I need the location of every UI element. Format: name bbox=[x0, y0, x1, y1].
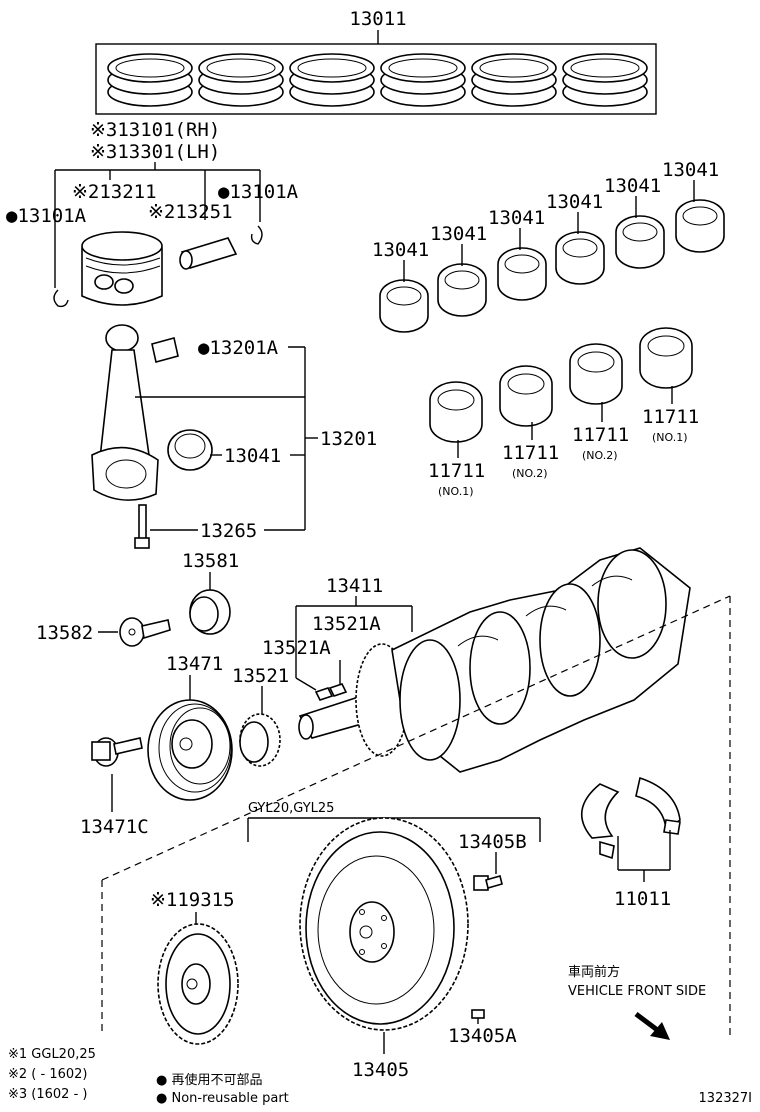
thrust-washer-drawing bbox=[580, 776, 681, 860]
label-main-bearing-2-sub: (NO.2) bbox=[512, 467, 548, 480]
label-flywheel-bolt: 13405B bbox=[458, 831, 527, 853]
crankshaft-leader-lines bbox=[295, 596, 413, 691]
pulley-set-bolt-drawing bbox=[91, 737, 143, 767]
label-snap-ring-left: ●13101A bbox=[6, 205, 87, 227]
label-bearing-3: 13041 bbox=[488, 207, 545, 229]
bearing-drawing-3 bbox=[497, 247, 547, 301]
label-flywheel-pin: 13405A bbox=[448, 1025, 517, 1047]
bearing-drawing-5 bbox=[615, 215, 665, 269]
conrod-bearing-drawing bbox=[167, 429, 213, 471]
flywheel-bolt-drawing bbox=[473, 875, 503, 891]
label-conrod-bushing: ●13201A bbox=[198, 337, 279, 359]
bearing-drawing-6 bbox=[675, 199, 725, 253]
label-piston: ※213211 bbox=[72, 181, 157, 203]
label-pulley-bolt: 13582 bbox=[36, 622, 93, 644]
label-piston-pin: ※213251 bbox=[148, 201, 233, 223]
ring-group-2 bbox=[198, 53, 284, 107]
nonreusable-note-jp: ● 再使用不可部品 bbox=[156, 1072, 262, 1088]
pulley-bolt-drawing bbox=[119, 617, 171, 647]
label-timing-gear: 13521 bbox=[232, 665, 289, 687]
conrod-bushing-drawing bbox=[151, 337, 179, 363]
label-main-bearing-1-sub: (NO.1) bbox=[438, 485, 474, 498]
conrod-bolt-drawing bbox=[134, 504, 150, 549]
bearing-drawing-1 bbox=[379, 279, 429, 333]
label-main-bearing-4: 11711 bbox=[642, 406, 699, 428]
label-bearing-1: 13041 bbox=[372, 239, 429, 261]
piston-pin-drawing bbox=[179, 237, 238, 270]
main-bearing-row bbox=[429, 327, 693, 458]
label-conrod-bearing: 13041 bbox=[224, 445, 281, 467]
main-bearing-drawing-1 bbox=[429, 381, 483, 443]
signal-plate-drawing bbox=[157, 923, 239, 1045]
pulley-washer-drawing bbox=[189, 589, 231, 635]
label-conrod-assembly: 13201 bbox=[320, 428, 377, 450]
conrod-drawing bbox=[91, 324, 159, 501]
ring-group-5 bbox=[471, 53, 557, 107]
label-main-bearing-3-sub: (NO.2) bbox=[582, 449, 618, 462]
label-snap-ring-right: ●13101A bbox=[218, 181, 299, 203]
conrod-leader-lines bbox=[135, 346, 318, 531]
crank-pulley-drawing bbox=[147, 699, 233, 801]
main-bearing-drawing-4 bbox=[639, 327, 693, 389]
label-bearing-6: 13041 bbox=[662, 159, 719, 181]
label-main-bearing-3: 11711 bbox=[572, 424, 629, 446]
ring-group-1 bbox=[107, 53, 193, 107]
label-piston-rh: ※313101(RH) bbox=[90, 119, 220, 141]
footnote-3: ※3 (1602 - ) bbox=[8, 1087, 87, 1102]
flywheel-zone-outline bbox=[101, 595, 731, 1036]
ring-group-6 bbox=[562, 53, 648, 107]
label-signal-plate: ※119315 bbox=[150, 889, 235, 911]
timing-gear-drawing bbox=[239, 713, 281, 767]
bearing-drawing-2 bbox=[437, 263, 487, 317]
label-flywheel-variant: GYL20,GYL25 bbox=[248, 801, 334, 816]
label-piston-lh: ※313301(LH) bbox=[90, 141, 220, 163]
label-flywheel: 13405 bbox=[352, 1059, 409, 1081]
crankshaft-drawing bbox=[298, 547, 691, 773]
thrust-washer-leader bbox=[617, 830, 671, 882]
footnote-1: ※1 GGL20,25 bbox=[8, 1047, 96, 1062]
flywheel-pin-drawing bbox=[471, 1009, 485, 1019]
label-main-bearing-2: 11711 bbox=[502, 442, 559, 464]
snap-ring-left-drawing bbox=[53, 289, 69, 308]
label-crankshaft: 13411 bbox=[326, 575, 383, 597]
ring-group-4 bbox=[380, 53, 466, 107]
footnote-2: ※2 ( - 1602) bbox=[8, 1067, 87, 1082]
bearing-row-upper bbox=[379, 180, 725, 333]
bearing-drawing-4 bbox=[555, 231, 605, 285]
snap-ring-right-drawing bbox=[250, 225, 263, 245]
drawing-id: 132327I bbox=[699, 1091, 752, 1106]
label-bearing-2: 13041 bbox=[430, 223, 487, 245]
label-main-bearing-4-sub: (NO.1) bbox=[652, 431, 688, 444]
ring-group-3 bbox=[289, 53, 375, 107]
direction-label-en: VEHICLE FRONT SIDE bbox=[568, 984, 706, 999]
label-thrust-washer: 11011 bbox=[614, 888, 671, 910]
label-pulley-washer: 13581 bbox=[182, 550, 239, 572]
piston-leader-lines bbox=[54, 162, 261, 288]
label-pulley-set-bolt: 13471C bbox=[80, 816, 149, 838]
main-bearing-drawing-2 bbox=[499, 365, 553, 427]
piston-ring-set bbox=[95, 30, 657, 115]
direction-label-jp: 車両前方 bbox=[568, 964, 620, 980]
label-crank-pulley: 13471 bbox=[166, 653, 223, 675]
label-bearing-5: 13041 bbox=[604, 175, 661, 197]
label-piston-ring-set: 13011 bbox=[349, 8, 406, 30]
label-main-bearing-1: 11711 bbox=[428, 460, 485, 482]
piston-drawing bbox=[81, 231, 163, 306]
nonreusable-note-en: ● Non-reusable part bbox=[156, 1091, 289, 1106]
label-key-lower: 13521A bbox=[262, 637, 331, 659]
label-conrod-bolt: 13265 bbox=[200, 520, 257, 542]
label-key-upper: 13521A bbox=[312, 613, 381, 635]
flywheel-drawing bbox=[299, 817, 469, 1031]
label-bearing-4: 13041 bbox=[546, 191, 603, 213]
front-direction-arrow-icon bbox=[634, 1012, 670, 1040]
main-bearing-drawing-3 bbox=[569, 343, 623, 405]
